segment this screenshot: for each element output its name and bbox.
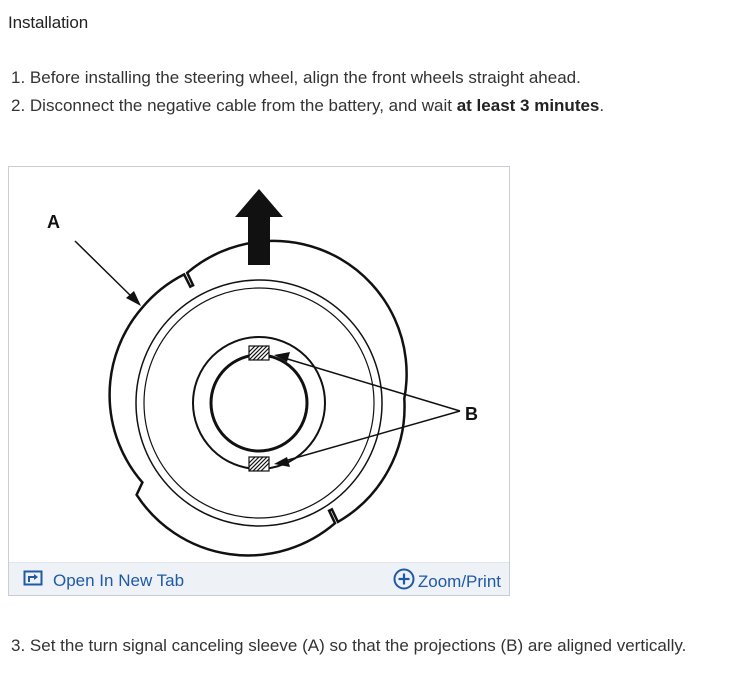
step-2-text: 2. Disconnect the negative cable from th… [11,96,457,115]
section-heading: Installation [8,13,89,32]
figure-panel: A B Open In New Tab Zoom/Print [8,166,510,596]
direction-arrow [235,189,283,265]
leader-b-bottom [280,410,461,463]
step-2: 2. Disconnect the negative cable from th… [11,92,604,120]
sleeve-inner-ring [135,279,383,527]
callout-b: B [465,404,478,424]
zoom-print-link[interactable]: Zoom/Print [393,568,501,595]
figure-toolbar: Open In New Tab Zoom/Print [9,562,509,595]
zoom-print-label: Zoom/Print [417,571,501,591]
instruction-steps: 1. Before installing the steering wheel,… [11,64,604,120]
zoom-plus-circle-icon [393,568,415,595]
leader-a [74,240,136,301]
open-in-new-tab-icon [23,569,43,592]
step-2-emphasis: at least 3 minutes [456,96,600,115]
step-2-end: . [599,96,605,115]
callout-a: A [47,212,60,232]
leader-b-bottom-head [274,457,290,467]
open-in-new-tab-link[interactable]: Open In New Tab [23,569,184,592]
leader-a-head [126,291,141,306]
sleeve-outer-ring [108,239,408,557]
leader-b-top-head [274,352,290,362]
projection-bottom [248,456,270,472]
step-3: 3. Set the turn signal canceling sleeve … [11,636,687,655]
leader-b-top [280,356,461,412]
projection-top [248,345,270,361]
open-in-new-tab-label: Open In New Tab [53,570,185,590]
steering-sleeve-diagram: A B [47,189,478,557]
sleeve-rim-ring [143,287,375,519]
shaft-ring [209,353,309,453]
step-1: 1. Before installing the steering wheel,… [11,68,581,87]
